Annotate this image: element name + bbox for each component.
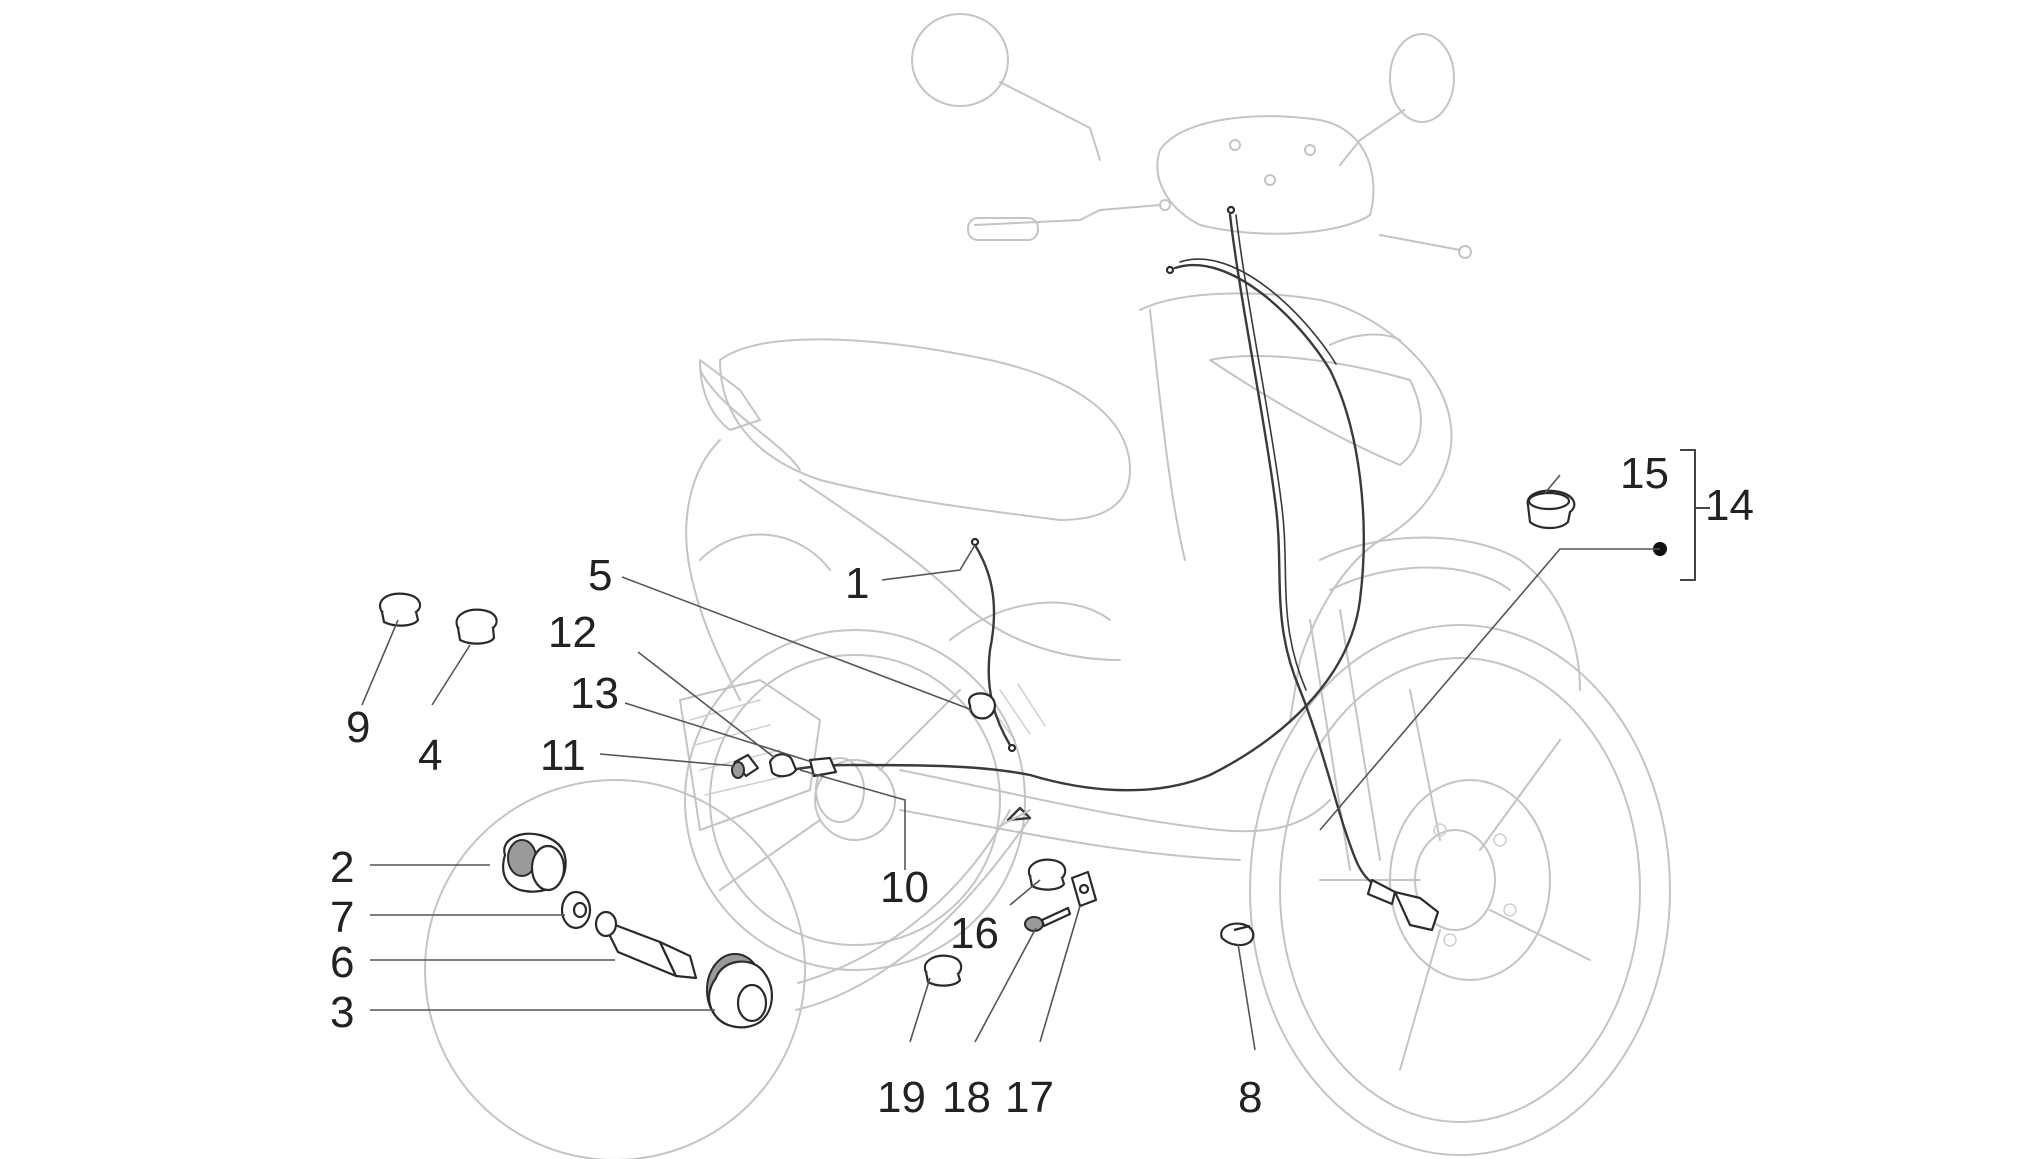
- callout-19: 19: [877, 1073, 926, 1122]
- callout-4: 4: [418, 731, 442, 780]
- leader-lines: [361, 449, 1710, 1051]
- callout-10: 10: [880, 863, 929, 912]
- scooter-outline: [679, 13, 1671, 1156]
- callout-2: 2: [330, 843, 354, 892]
- callout-8: 8: [1238, 1073, 1262, 1122]
- part-3-grommet: [706, 953, 773, 1029]
- callout-9: 9: [346, 703, 370, 752]
- part-16-clip: [1027, 858, 1067, 891]
- callout-5: 5: [588, 551, 612, 600]
- callout-14: 14: [1705, 481, 1754, 530]
- callout-6: 6: [330, 938, 354, 987]
- seat-cable: [970, 537, 1017, 753]
- part-2-grommet: [502, 832, 567, 893]
- part-18-screw: [1024, 906, 1072, 932]
- callout-1: 1: [845, 559, 869, 608]
- part-4-clip: [455, 608, 498, 645]
- callout-16: 16: [950, 909, 999, 958]
- rear-brake-cable: [778, 258, 1365, 792]
- throttle-cable: [1226, 205, 1377, 887]
- callout-labels: 1 2 3 4 5 6 7 8 9 10 11 12 13 14 15 16 1…: [330, 449, 1754, 1122]
- part-19-clip: [923, 954, 963, 987]
- part-17-nut: [1070, 870, 1098, 908]
- part-8-clip: [1220, 922, 1255, 947]
- callout-15: 15: [1620, 449, 1669, 498]
- callout-7: 7: [330, 893, 354, 942]
- callout-17: 17: [1005, 1073, 1054, 1122]
- part-7-washer: [560, 890, 592, 930]
- part-15-grommet: [1526, 489, 1576, 530]
- part-9-clip: [379, 592, 422, 627]
- part-5-clip: [967, 692, 996, 720]
- detail-magnifier: [424, 779, 1032, 1159]
- callout-18: 18: [942, 1073, 991, 1122]
- part-11-adjuster: [731, 753, 760, 779]
- part-6-sleeve: [594, 910, 698, 980]
- callout-3: 3: [330, 988, 354, 1037]
- part-12-13-fittings: [768, 753, 838, 778]
- callout-12: 12: [548, 608, 597, 657]
- callout-11: 11: [540, 731, 586, 780]
- front-cable-end: [1366, 878, 1440, 932]
- callout-13: 13: [570, 669, 619, 718]
